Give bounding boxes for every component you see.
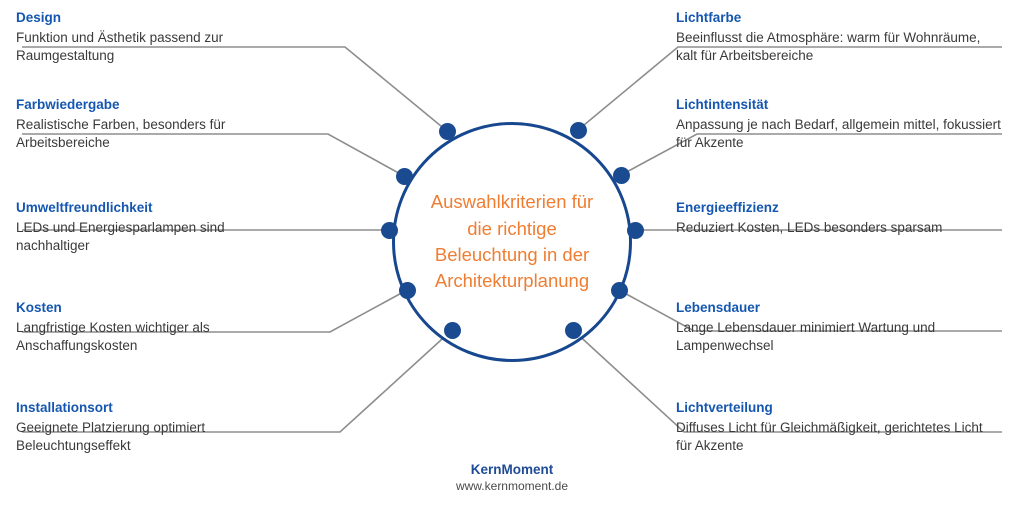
branch-umweltfreundlichkeit-desc: LEDs und Energiesparlampen sind nachhalt… [16, 220, 225, 254]
branch-umweltfreundlichkeit[interactable]: Umweltfreundlichkeit LEDs und Energiespa… [16, 200, 286, 255]
connector-lichtverteilung [572, 329, 1002, 433]
branch-lichtfarbe-desc: Beeinflusst die Atmosphäre: warm für Woh… [676, 30, 981, 64]
branch-farbwiedergabe[interactable]: Farbwiedergabe Realistische Farben, beso… [16, 97, 281, 152]
branch-farbwiedergabe-desc: Realistische Farben, besonders für Arbei… [16, 117, 226, 151]
node-lebensdauer[interactable] [610, 281, 628, 299]
branch-lichtintensitaet[interactable]: Lichtintensität Anpassung je nach Bedarf… [676, 97, 1001, 152]
branch-lichtintensitaet-desc: Anpassung je nach Bedarf, allgemein mitt… [676, 117, 1001, 151]
branch-energieeffizienz-title: Energieeffizienz [676, 200, 779, 215]
branch-umweltfreundlichkeit-title: Umweltfreundlichkeit [16, 200, 153, 215]
brand-url[interactable]: www.kernmoment.de [455, 479, 569, 494]
branch-energieeffizienz-desc: Reduziert Kosten, LEDs besonders sparsam [676, 220, 943, 236]
branch-installationsort-desc: Geeignete Platzierung optimiert Beleucht… [16, 420, 206, 454]
node-kosten[interactable] [398, 281, 416, 299]
connector-design [22, 46, 448, 132]
connector-lichtintensitaet [620, 133, 1002, 176]
branch-kosten[interactable]: Kosten Langfristige Kosten wichtiger als… [16, 300, 286, 355]
node-lichtfarbe[interactable] [569, 121, 587, 139]
branch-kosten-desc: Langfristige Kosten wichtiger als Anscha… [16, 320, 210, 354]
branch-lichtfarbe[interactable]: Lichtfarbe Beeinflusst die Atmosphäre: w… [676, 10, 1001, 65]
connector-lichtfarbe [577, 46, 1002, 131]
node-lichtverteilung[interactable] [564, 321, 582, 339]
brand-name: KernMoment [470, 462, 554, 477]
branch-design[interactable]: Design Funktion und Ästhetik passend zur… [16, 10, 296, 65]
node-umweltfreundlichkeit[interactable] [380, 221, 398, 239]
connector-farbwiedergabe [22, 133, 405, 177]
branch-installationsort-title: Installationsort [16, 400, 113, 415]
branch-lichtverteilung[interactable]: Lichtverteilung Diffuses Licht für Gleic… [676, 400, 1001, 455]
branch-design-desc: Funktion und Ästhetik passend zur Raumge… [16, 30, 224, 64]
node-lichtintensitaet[interactable] [612, 166, 630, 184]
connector-installationsort [22, 329, 453, 433]
branch-lichtverteilung-desc: Diffuses Licht für Gleichmäßigkeit, geri… [676, 420, 983, 454]
connector-kosten [22, 289, 408, 333]
branch-design-title: Design [16, 10, 62, 25]
branch-lichtfarbe-title: Lichtfarbe [676, 10, 742, 25]
branch-installationsort[interactable]: Installationsort Geeignete Platzierung o… [16, 400, 281, 455]
branch-lebensdauer-title: Lebensdauer [676, 300, 761, 315]
brand-footer: KernMoment www.kernmoment.de [0, 462, 1024, 495]
branch-lebensdauer[interactable]: Lebensdauer Lange Lebensdauer minimiert … [676, 300, 1001, 355]
branch-kosten-title: Kosten [16, 300, 62, 315]
branch-farbwiedergabe-title: Farbwiedergabe [16, 97, 120, 112]
branch-energieeffizienz[interactable]: Energieeffizienz Reduziert Kosten, LEDs … [676, 200, 1006, 237]
node-installationsort[interactable] [443, 321, 461, 339]
hub-title: Auswahlkriterien für die richtige Beleuc… [430, 191, 594, 292]
node-design[interactable] [438, 122, 456, 140]
node-energieeffizienz[interactable] [626, 221, 644, 239]
hub-circle: Auswahlkriterien für die richtige Beleuc… [392, 122, 632, 362]
connector-lebensdauer [618, 289, 1002, 332]
branch-lichtverteilung-title: Lichtverteilung [676, 400, 773, 415]
branch-lebensdauer-desc: Lange Lebensdauer minimiert Wartung und … [676, 320, 936, 354]
branch-lichtintensitaet-title: Lichtintensität [676, 97, 769, 112]
node-farbwiedergabe[interactable] [395, 167, 413, 185]
